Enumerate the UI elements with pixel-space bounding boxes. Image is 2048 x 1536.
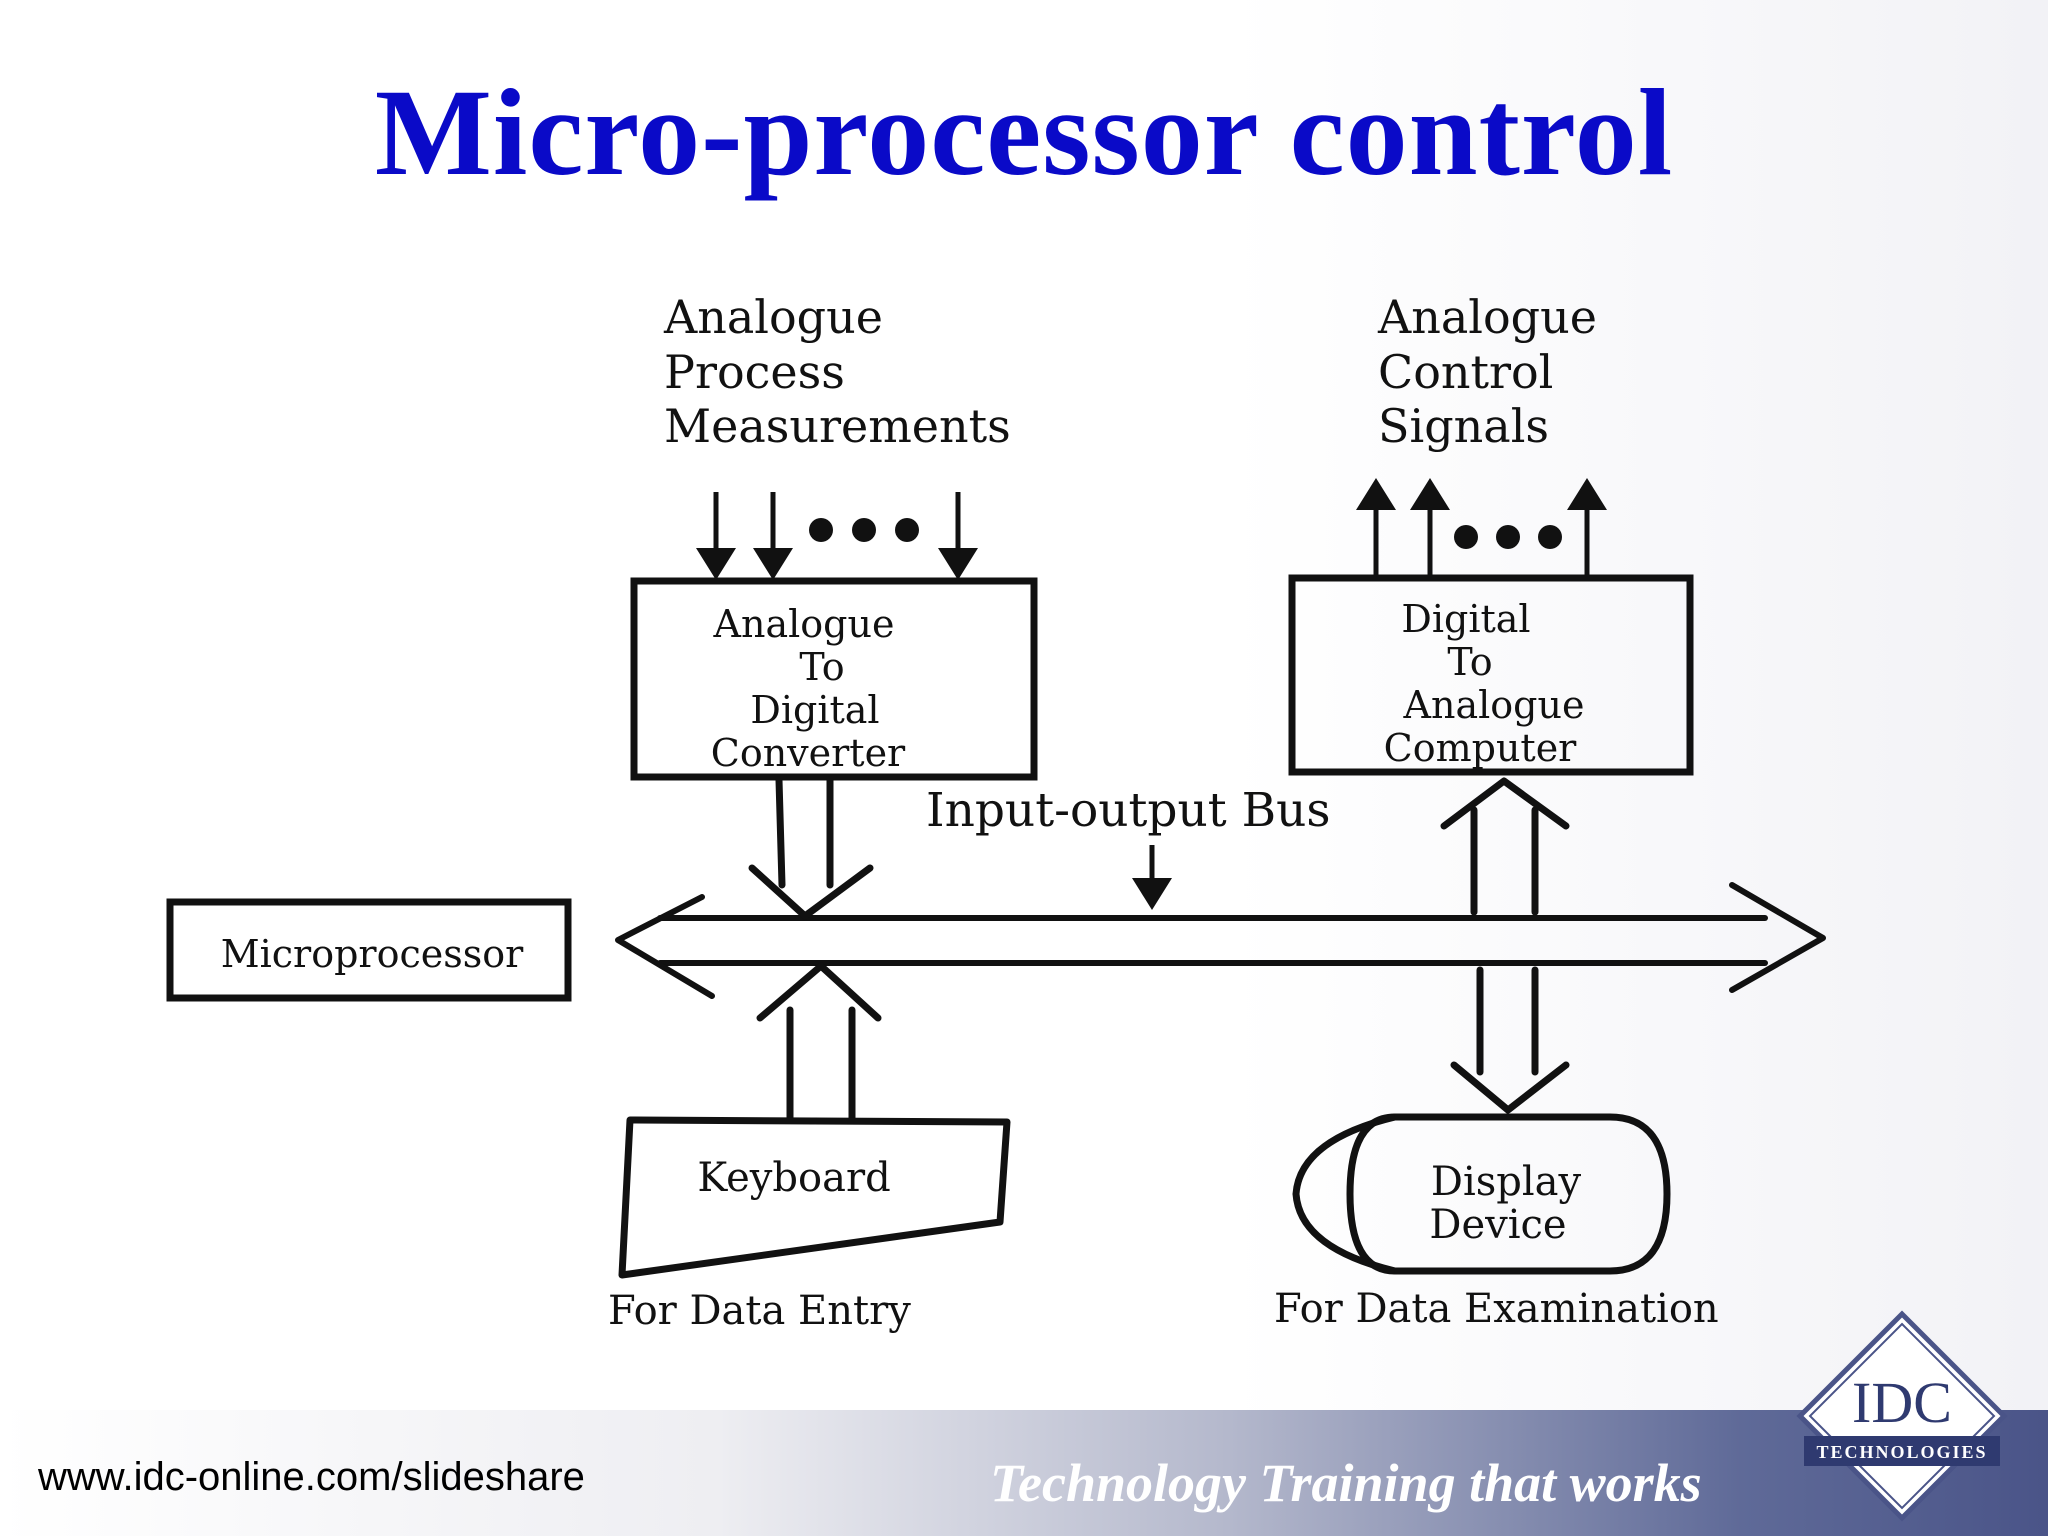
bus-to-dac-arrow	[1440, 777, 1570, 916]
outputs-label-line-1: Analogue	[1377, 290, 1597, 344]
adc-box	[630, 577, 1038, 781]
dac-label-line-4: Computer	[1384, 726, 1578, 770]
output-arrows	[1356, 478, 1607, 578]
adc-label-line-3: Digital	[750, 688, 879, 732]
input-arrows	[696, 492, 978, 580]
footer-band	[0, 1410, 2048, 1536]
microprocessor-box	[166, 898, 572, 1002]
inputs-label-line-1: Analogue	[663, 290, 883, 344]
dac-label-line-3: Analogue	[1403, 683, 1585, 727]
footer-url: www.idc-online.com/slideshare	[38, 1455, 585, 1499]
input-output-bus	[615, 882, 1826, 999]
adc-to-bus-arrow	[748, 776, 874, 920]
bus-label-pointer	[1132, 845, 1172, 910]
bus-to-display-arrow	[1450, 966, 1570, 1114]
logo-main-text: IDC	[1852, 1370, 1952, 1435]
keyboard-shape	[618, 1116, 1011, 1279]
outputs-label-line-3: Signals	[1378, 399, 1549, 453]
idc-logo: IDC TECHNOLOGIES	[1796, 1310, 2008, 1522]
display-device-shape	[1292, 1113, 1671, 1275]
dac-label-line-1: Digital	[1401, 597, 1530, 641]
input-ellipsis-dots	[809, 518, 919, 542]
inputs-label-line-2: Process	[664, 345, 845, 399]
dac-box	[1288, 574, 1694, 776]
slide-title: Micro-processor control	[374, 64, 1674, 201]
keyboard-caption: For Data Entry	[608, 1288, 911, 1334]
display-label-line-1: Display	[1431, 1159, 1582, 1205]
outputs-label-line-2: Control	[1378, 345, 1553, 399]
adc-label-line-2: To	[799, 645, 844, 689]
adc-label-line-1: Analogue	[713, 602, 895, 646]
logo-sub-text: TECHNOLOGIES	[1816, 1442, 1987, 1462]
output-ellipsis-dots	[1454, 525, 1562, 549]
display-caption: For Data Examination	[1274, 1286, 1719, 1332]
keyboard-to-bus-arrow	[756, 962, 882, 1124]
display-label-line-2: Device	[1429, 1202, 1566, 1248]
dac-label-line-2: To	[1447, 640, 1492, 684]
keyboard-label: Keyboard	[697, 1155, 890, 1201]
adc-label-line-4: Converter	[711, 731, 906, 775]
inputs-label-line-3: Measurements	[664, 399, 1011, 453]
footer-tagline: Technology Training that works	[990, 1453, 1702, 1513]
bus-label: Input-output Bus	[926, 783, 1331, 838]
microprocessor-label: Microprocessor	[221, 932, 524, 976]
